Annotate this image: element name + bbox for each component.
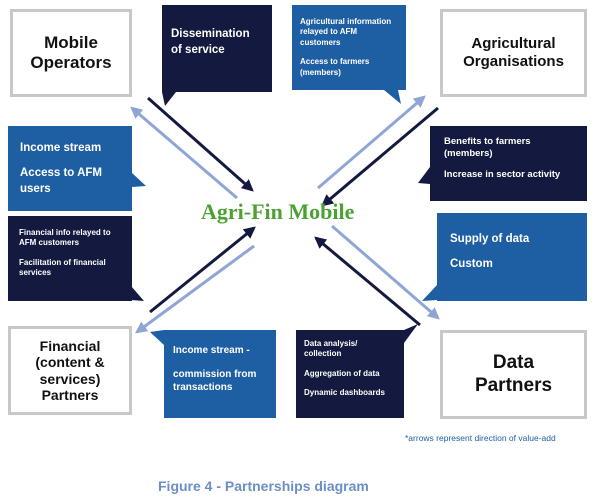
income-stream-line: Income stream <box>20 142 102 154</box>
agri-info-line: Agricultural information relayed to AFM … <box>300 17 392 47</box>
data-partners-box: Data Partners <box>440 330 587 419</box>
financial-info-line: Facilitation of financial services <box>19 257 106 278</box>
data-analysis-line: Data analysis/ collection <box>304 339 358 359</box>
financial-info-box: Financial info relayed to AFM customers … <box>8 216 132 301</box>
figure-caption: Figure 4 - Partnerships diagram <box>158 478 369 494</box>
mobile-operators-line: Mobile <box>44 32 98 52</box>
financial-partners-box: Financial (content & services) Partners <box>8 326 132 415</box>
callout-tail-income <box>132 173 146 187</box>
benefits-box: Benefits to farmers (members) Increase i… <box>430 126 587 201</box>
data-analysis-line: Aggregation of data <box>304 368 380 378</box>
supply-of-data-box: Supply of data Custom <box>437 213 587 301</box>
financial-partners-line: services) <box>39 370 101 387</box>
arrow-agri-to-center <box>321 106 439 207</box>
benefits-line: Increase in sector activity <box>444 168 561 180</box>
income-stream-box: Income stream Access to AFM users <box>8 126 132 211</box>
dissemination-line: of service <box>171 43 225 56</box>
supply-of-data-line: Supply of data <box>450 233 530 245</box>
agri-info-box: Agricultural information relayed to AFM … <box>292 5 406 90</box>
commission-line: commission from transactions <box>173 368 257 394</box>
dissemination-box: Dissemination of service <box>162 5 272 92</box>
callout-tail-supply <box>422 285 437 301</box>
callout-tail-commission <box>150 330 164 345</box>
arrow-center-to-financial <box>135 244 255 334</box>
income-stream-line: Access to AFM users <box>20 167 103 196</box>
callout-tail-dissemination <box>162 92 176 106</box>
data-analysis-line: Dynamic dashboards <box>304 388 385 398</box>
arrow-footnote: *arrows represent direction of value-add <box>405 433 556 443</box>
dissemination-line: Dissemination <box>171 28 250 40</box>
data-partners-line: Data <box>492 351 535 373</box>
arrow-data-to-center <box>314 236 421 327</box>
supply-of-data-line: Custom <box>450 258 493 271</box>
arrow-center-to-data <box>331 224 440 320</box>
agricultural-organisations-line: Agricultural <box>471 35 556 52</box>
financial-partners-line: Partners <box>41 386 99 403</box>
commission-box: Income stream - commission from transact… <box>164 330 276 418</box>
agricultural-organisations-line: Organisations <box>463 53 564 70</box>
callout-tail-benefits <box>418 167 430 184</box>
data-analysis-box: Data analysis/ collection Aggregation of… <box>296 330 404 418</box>
financial-info-line: Financial info relayed to AFM customers <box>19 228 111 248</box>
arrow-center-to-agri <box>317 95 426 190</box>
agri-info-line: Access to farmers (members) <box>300 57 370 77</box>
mobile-operators-box: Mobile Operators <box>10 9 132 97</box>
center-title: Agri-Fin Mobile <box>201 199 355 224</box>
financial-partners-line: (content & <box>35 354 105 371</box>
callout-tail-data-analysis <box>404 324 418 343</box>
arrow-center-to-mobile <box>130 106 238 200</box>
arrow-financial-to-center <box>149 226 256 314</box>
commission-line: Income stream - <box>173 345 250 356</box>
callout-tail-agri-info <box>384 90 401 104</box>
data-partners-line: Partners <box>474 374 553 396</box>
benefits-line: Benefits to farmers (members) <box>444 136 531 160</box>
arrow-mobile-to-center <box>147 96 254 192</box>
mobile-operators-line: Operators <box>30 53 112 72</box>
financial-partners-line: Financial <box>39 338 101 355</box>
agricultural-organisations-box: Agricultural Organisations <box>440 9 587 97</box>
callout-tail-financial-info <box>131 286 144 301</box>
